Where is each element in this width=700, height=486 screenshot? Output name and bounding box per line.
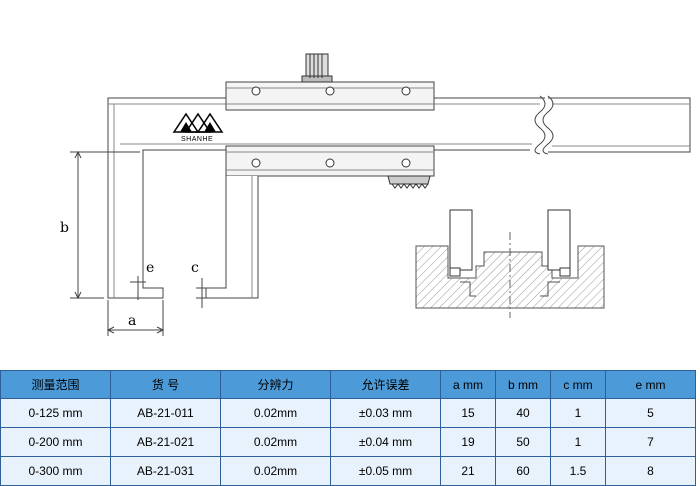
cell-tolerance: ±0.03 mm <box>330 398 441 428</box>
header-c: c mm <box>550 370 606 399</box>
header-range: 测量范围 <box>0 370 111 399</box>
shanhe-logo: SHANHE <box>172 112 224 143</box>
groove-detail <box>415 209 605 318</box>
header-resolution: 分辨力 <box>220 370 331 399</box>
spec-table: 测量范围 货 号 分辨力 允许误差 a mm b mm c mm e mm 0-… <box>0 370 696 486</box>
cell-range: 0-125 mm <box>0 398 111 428</box>
adjust-wheel <box>387 175 431 189</box>
cell-resolution: 0.02mm <box>220 427 331 457</box>
table-row: 0-300 mm AB-21-031 0.02mm ±0.05 mm 21 60… <box>0 456 696 486</box>
cell-b: 40 <box>495 398 551 428</box>
header-e: e mm <box>605 370 696 399</box>
header-a: a mm <box>440 370 496 399</box>
table-header-row: 测量范围 货 号 分辨力 允许误差 a mm b mm c mm e mm <box>0 370 696 399</box>
cell-e: 7 <box>605 427 696 457</box>
thumb-knob <box>301 53 333 83</box>
cell-item-no: AB-21-031 <box>110 456 221 486</box>
cell-b: 60 <box>495 456 551 486</box>
cell-a: 19 <box>440 427 496 457</box>
header-tolerance: 允许误差 <box>330 370 441 399</box>
caliper-drawing: SHANHE b a e c <box>60 53 691 336</box>
cell-c: 1.5 <box>550 456 606 486</box>
screw-icon <box>251 158 411 168</box>
table-row: 0-125 mm AB-21-011 0.02mm ±0.03 mm 15 40… <box>0 398 696 428</box>
dimension-b <box>70 150 140 300</box>
cell-e: 8 <box>605 456 696 486</box>
cell-a: 21 <box>440 456 496 486</box>
cell-e: 5 <box>605 398 696 428</box>
dimension-e <box>130 276 146 300</box>
cell-a: 15 <box>440 398 496 428</box>
cell-resolution: 0.02mm <box>220 398 331 428</box>
cell-tolerance: ±0.04 mm <box>330 427 441 457</box>
cell-range: 0-300 mm <box>0 456 111 486</box>
slider-lower <box>205 145 435 299</box>
dimension-b-label: b <box>60 220 69 236</box>
slider-upper <box>225 81 435 111</box>
cell-item-no: AB-21-011 <box>110 398 221 428</box>
screw-icon <box>251 86 411 96</box>
header-item-no: 货 号 <box>110 370 221 399</box>
brand-name: SHANHE <box>181 136 213 143</box>
cell-resolution: 0.02mm <box>220 456 331 486</box>
cell-range: 0-200 mm <box>0 427 111 457</box>
dimension-c-label: c <box>191 260 199 276</box>
dimension-a-label: a <box>128 313 136 329</box>
table-row: 0-200 mm AB-21-021 0.02mm ±0.04 mm 19 50… <box>0 427 696 457</box>
dimension-a <box>106 300 165 336</box>
cell-b: 50 <box>495 427 551 457</box>
dimension-c <box>196 278 210 308</box>
cell-c: 1 <box>550 427 606 457</box>
cell-c: 1 <box>550 398 606 428</box>
cell-tolerance: ±0.05 mm <box>330 456 441 486</box>
cell-item-no: AB-21-021 <box>110 427 221 457</box>
caliper-beam <box>107 95 691 299</box>
dimension-e-label: e <box>146 260 154 276</box>
header-b: b mm <box>495 370 551 399</box>
